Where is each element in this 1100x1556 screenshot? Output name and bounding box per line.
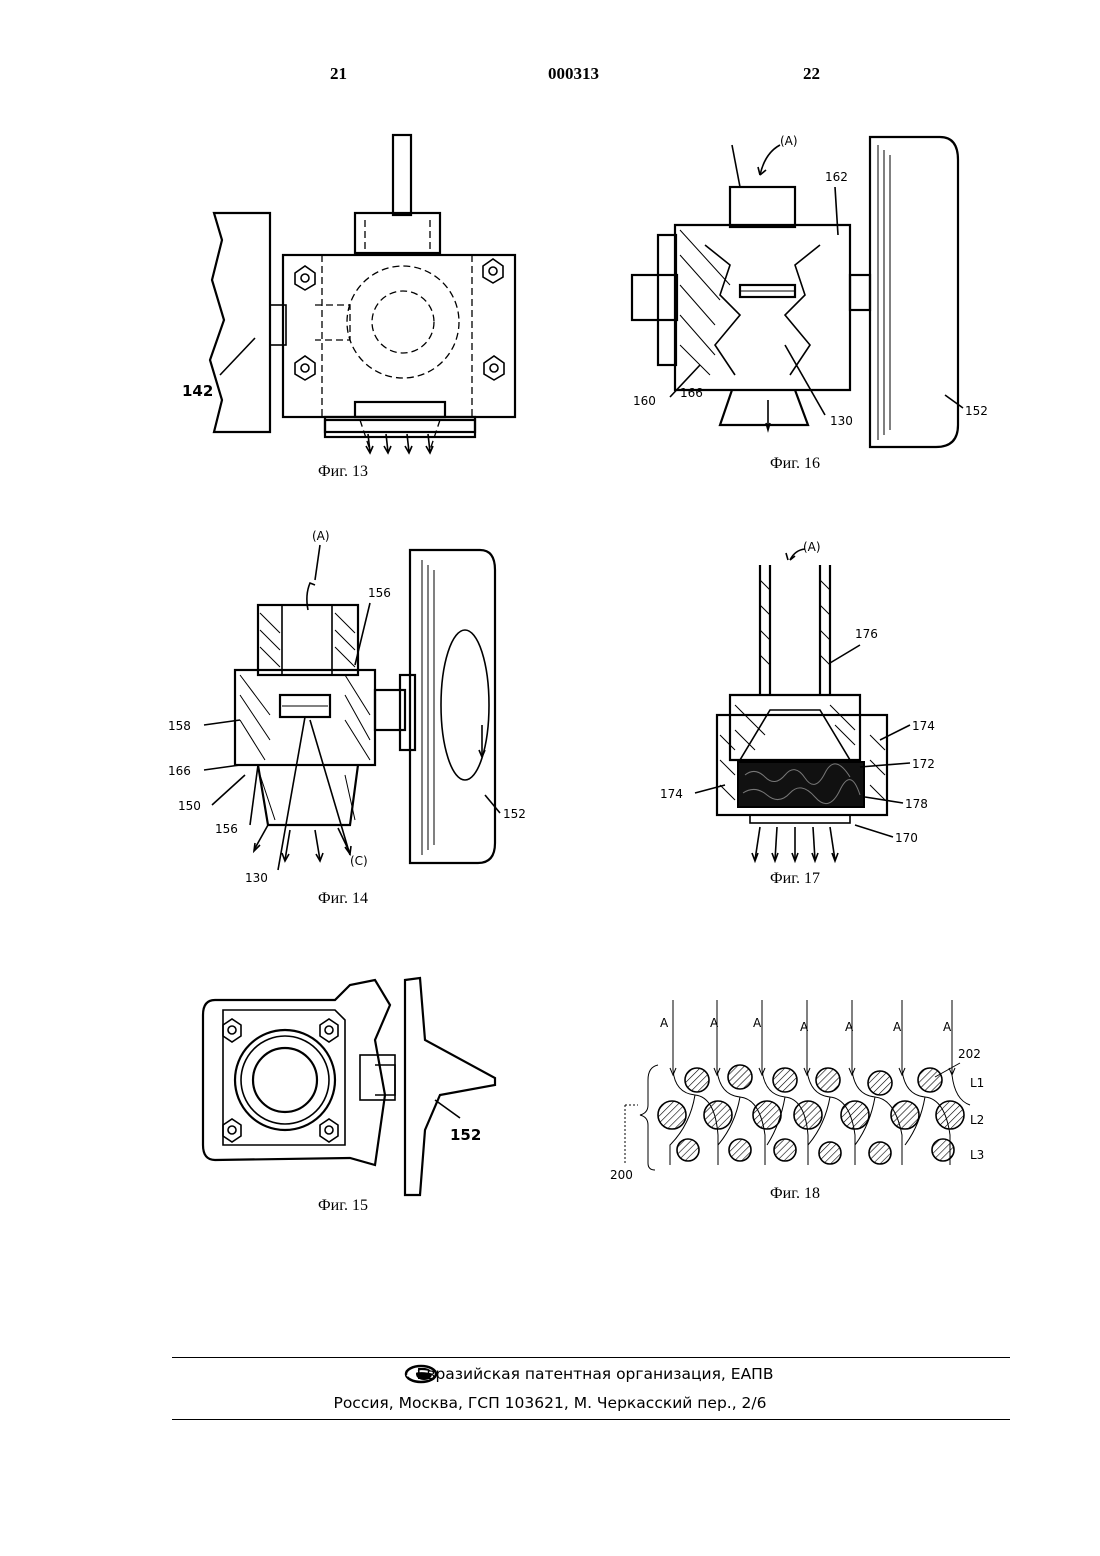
label-A-2: A (710, 1016, 719, 1030)
label-A-1: A (660, 1016, 669, 1030)
label-174-right: 174 (912, 719, 935, 733)
figure-13-caption: Фиг. 13 (318, 463, 368, 481)
footer-bottom-rule (172, 1419, 1010, 1420)
figure-14-drawing: (A) 156 158 166 150 156 130 (C) 152 (160, 525, 560, 895)
label-A-7: A (943, 1020, 952, 1034)
label-130: 130 (830, 414, 853, 428)
label-A: (A) (780, 134, 798, 148)
label-A-3: A (753, 1016, 762, 1030)
label-156b: 156 (215, 822, 238, 836)
footer-address: Россия, Москва, ГСП 103621, М. Черкасски… (0, 1394, 1100, 1412)
figure-17-drawing: (A) 176 174 172 174 178 170 (655, 535, 955, 865)
figure-17-caption: Фиг. 17 (770, 870, 820, 888)
figure-14-caption: Фиг. 14 (318, 890, 368, 908)
label-A-4: A (800, 1020, 809, 1034)
label-200: 200 (610, 1168, 633, 1182)
page-number-left: 21 (330, 64, 347, 84)
label-A: (A) (312, 529, 330, 543)
figure-15-caption: Фиг. 15 (318, 1197, 368, 1215)
label-152: 152 (450, 1126, 481, 1144)
document-number: 000313 (548, 64, 599, 84)
figure-13-drawing: 142 (200, 130, 530, 460)
label-L2: L2 (970, 1113, 984, 1127)
label-156: 156 (368, 586, 391, 600)
label-152: 152 (503, 807, 526, 821)
label-L1: L1 (970, 1076, 984, 1090)
label-174-left: 174 (660, 787, 683, 801)
label-150: 150 (178, 799, 201, 813)
label-A-5: A (845, 1020, 854, 1034)
footer-top-rule (172, 1357, 1010, 1358)
label-172: 172 (912, 757, 935, 771)
label-166: 166 (680, 386, 703, 400)
label-L3: L3 (970, 1148, 984, 1162)
page-number-right: 22 (803, 64, 820, 84)
figure-18-drawing: A A A A A A A 202 L1 L2 L3 200 (610, 995, 1005, 1185)
label-170: 170 (895, 831, 918, 845)
label-152: 152 (965, 404, 988, 418)
figure-16-caption: Фиг. 16 (770, 455, 820, 473)
label-A-6: A (893, 1020, 902, 1034)
label-160: 160 (633, 394, 656, 408)
label-C: (C) (350, 854, 368, 868)
figure-15-drawing: 152 (195, 970, 525, 1200)
label-178: 178 (905, 797, 928, 811)
figure-16-drawing: (A) 162 160 166 130 152 (620, 125, 1010, 455)
footer-org: Евразийская патентная организация, ЕАПВ (0, 1365, 1100, 1383)
label-130: 130 (245, 871, 268, 885)
label-A: (A) (803, 540, 821, 554)
figure-18-caption: Фиг. 18 (770, 1185, 820, 1203)
label-176: 176 (855, 627, 878, 641)
label-166: 166 (168, 764, 191, 778)
label-142: 142 (182, 382, 213, 400)
label-162: 162 (825, 170, 848, 184)
label-158: 158 (168, 719, 191, 733)
label-202: 202 (958, 1047, 981, 1061)
